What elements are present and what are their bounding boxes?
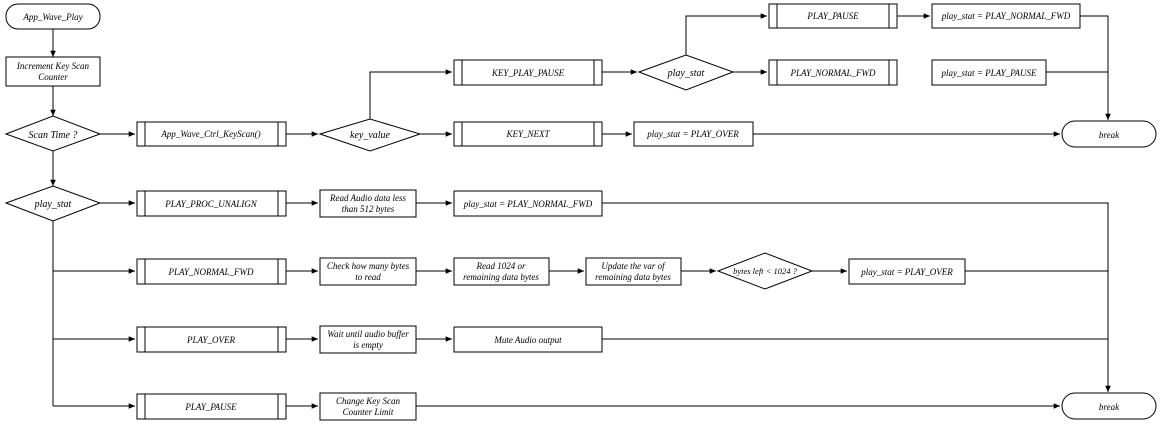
play-stat-top-label: play_stat <box>667 68 705 79</box>
read-less-line1: Read Audio data less <box>329 193 407 203</box>
scan-time-decision: Scan Time ? <box>4 115 102 152</box>
play-over-case: PLAY_OVER <box>136 326 287 353</box>
mute-audio-process: Mute Audio output <box>453 326 603 353</box>
keyscan-label: App_Wave_Ctrl_KeyScan() <box>160 129 260 139</box>
set-normal-fwd-top-label: play_stat = PLAY_NORMAL_FWD <box>941 11 1071 21</box>
check-bytes-process: Check how many bytes to read <box>319 257 417 286</box>
play-stat-decision-main: play_stat <box>4 185 102 222</box>
connector-lines <box>50 13 1111 409</box>
set-over-fwd-label: play_stat = PLAY_OVER <box>860 267 953 277</box>
change-limit-line1: Change Key Scan <box>336 396 400 406</box>
read-1024-line1: Read 1024 or <box>476 261 526 271</box>
start-label: App_Wave_Play <box>22 12 82 22</box>
check-bytes-line1: Check how many bytes <box>327 261 410 271</box>
key-next-case: KEY_NEXT <box>453 121 603 147</box>
increment-counter-process: Increment Key Scan Counter <box>5 56 101 87</box>
check-bytes-line2: to read <box>355 272 381 282</box>
read-less-line2: than 512 bytes <box>342 204 395 214</box>
wait-buffer-process: Wait until audio buffer is empty <box>319 325 417 354</box>
set-normal-fwd-unalign-label: play_stat = PLAY_NORMAL_FWD <box>463 199 593 209</box>
key-value-decision: key_value <box>318 118 422 152</box>
start-terminator: App_Wave_Play <box>5 3 101 30</box>
play-pause-top-label: PLAY_PAUSE <box>806 11 859 21</box>
read-1024-process: Read 1024 or remaining data bytes <box>453 257 550 286</box>
set-pause-top-process: play_stat = PLAY_PAUSE <box>931 59 1047 86</box>
break-terminator-bottom: break <box>1061 392 1157 420</box>
read-1024-line2: remaining data bytes <box>463 272 539 282</box>
break-bottom-label: break <box>1099 402 1120 412</box>
keyscan-subroutine: App_Wave_Ctrl_KeyScan() <box>136 121 287 147</box>
update-var-process: Update the var of remaining data bytes <box>585 257 682 286</box>
set-over-next-label: play_stat = PLAY_OVER <box>646 129 739 139</box>
play-normal-fwd-label: PLAY_NORMAL_FWD <box>167 267 254 277</box>
play-proc-unalign-label: PLAY_PROC_UNALIGN <box>164 199 258 209</box>
wait-buffer-line2: is empty <box>353 340 383 350</box>
update-var-line2: remaining data bytes <box>595 272 671 282</box>
set-over-next-process: play_stat = PLAY_OVER <box>633 121 754 147</box>
set-normal-fwd-unalign-process: play_stat = PLAY_NORMAL_FWD <box>453 190 603 217</box>
change-limit-process: Change Key Scan Counter Limit <box>319 392 417 421</box>
set-pause-top-label: play_stat = PLAY_PAUSE <box>941 68 1037 78</box>
bytes-left-decision: bytes left < 1024 ? <box>716 252 814 290</box>
increment-label-line2: Counter <box>38 72 68 82</box>
read-less-process: Read Audio data less than 512 bytes <box>319 189 417 218</box>
wait-buffer-line1: Wait until audio buffer <box>327 329 409 339</box>
key-value-label: key_value <box>350 130 391 141</box>
play-normal-fwd-case: PLAY_NORMAL_FWD <box>136 258 287 285</box>
play-pause-case: PLAY_PAUSE <box>136 393 287 420</box>
play-pause-label: PLAY_PAUSE <box>184 402 237 412</box>
key-next-label: KEY_NEXT <box>505 129 550 139</box>
key-play-pause-case: KEY_PLAY_PAUSE <box>453 59 603 86</box>
increment-label-line1: Increment Key Scan <box>16 61 90 71</box>
set-normal-fwd-top-process: play_stat = PLAY_NORMAL_FWD <box>931 3 1081 29</box>
play-proc-unalign-case: PLAY_PROC_UNALIGN <box>136 190 287 217</box>
play-stat-decision-top: play_stat <box>637 54 735 91</box>
play-pause-top-case: PLAY_PAUSE <box>768 3 898 29</box>
update-var-line1: Update the var of <box>601 261 666 271</box>
bytes-left-label: bytes left < 1024 ? <box>733 266 798 276</box>
scan-time-label: Scan Time ? <box>29 130 78 141</box>
break-top-label: break <box>1099 130 1120 140</box>
play-normal-fwd-top-case: PLAY_NORMAL_FWD <box>768 59 898 86</box>
play-stat-main-label: play_stat <box>34 199 72 210</box>
play-over-label: PLAY_OVER <box>186 335 236 345</box>
set-over-fwd-process: play_stat = PLAY_OVER <box>848 258 966 285</box>
break-terminator-top: break <box>1061 120 1157 148</box>
change-limit-line2: Counter Limit <box>343 407 394 417</box>
mute-audio-label: Mute Audio output <box>493 335 562 345</box>
play-normal-fwd-top-label: PLAY_NORMAL_FWD <box>789 68 876 78</box>
key-play-pause-label: KEY_PLAY_PAUSE <box>491 68 565 78</box>
